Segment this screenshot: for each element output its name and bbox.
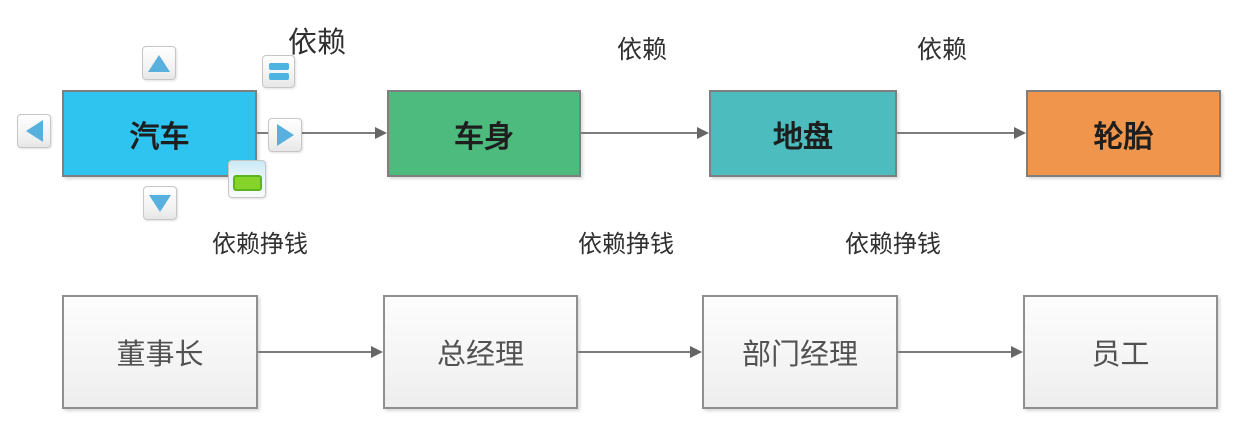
right-arrow-icon [276, 124, 294, 146]
connector-style-button[interactable] [262, 55, 295, 88]
shape-label: 地盘 [773, 120, 833, 154]
shape-tire[interactable]: 轮胎 [1026, 90, 1221, 177]
shape-car[interactable]: 汽车 [62, 90, 257, 177]
arrowhead-icon [697, 127, 709, 139]
arrowhead-icon [1011, 346, 1023, 358]
shape-general-manager[interactable]: 总经理 [383, 295, 578, 409]
connect-left-button[interactable] [17, 114, 51, 148]
shape-label: 总经理 [436, 339, 524, 371]
arrowhead-icon [690, 346, 702, 358]
connect-down-button[interactable] [143, 186, 177, 220]
arrowhead-icon [375, 127, 387, 139]
shape-label: 汽车 [129, 120, 190, 154]
down-arrow-icon [149, 194, 171, 212]
connector-style-icon [268, 63, 289, 80]
edge-gm-deptmgr[interactable] [578, 351, 691, 353]
edge-chassis-tire[interactable] [897, 132, 1015, 134]
edge-label-depends-1[interactable]: 依赖 [288, 27, 347, 59]
arrowhead-icon [1014, 127, 1026, 139]
shape-staff[interactable]: 员工 [1023, 295, 1218, 409]
shape-chairman[interactable]: 董事长 [62, 295, 258, 409]
shape-label: 车身 [454, 120, 514, 154]
edge-label-earn-3[interactable]: 依赖挣钱 [845, 231, 941, 258]
shape-label: 员工 [1091, 339, 1150, 371]
edge-label-earn-1[interactable]: 依赖挣钱 [212, 231, 308, 258]
up-arrow-icon [148, 54, 170, 72]
quick-color-button[interactable] [228, 160, 266, 198]
quick-color-icon [232, 175, 262, 191]
left-arrow-icon [25, 120, 43, 142]
shape-chassis[interactable]: 地盘 [709, 90, 897, 177]
edge-deptmgr-staff[interactable] [898, 351, 1012, 353]
edge-label-depends-3[interactable]: 依赖 [917, 36, 968, 64]
edge-body-chassis[interactable] [581, 132, 698, 134]
connect-right-button[interactable] [268, 118, 302, 152]
shape-label: 董事长 [116, 339, 204, 371]
shape-label: 部门经理 [741, 339, 858, 371]
connect-up-button[interactable] [142, 46, 176, 80]
edge-label-earn-2[interactable]: 依赖挣钱 [578, 231, 674, 258]
shape-department-manager[interactable]: 部门经理 [702, 295, 898, 409]
edge-label-depends-2[interactable]: 依赖 [617, 36, 668, 64]
shape-label: 轮胎 [1093, 120, 1154, 154]
arrowhead-icon [371, 346, 383, 358]
edge-chairman-gm[interactable] [258, 351, 372, 353]
edge-car-body[interactable] [257, 132, 377, 134]
shape-car-body[interactable]: 车身 [387, 90, 581, 177]
